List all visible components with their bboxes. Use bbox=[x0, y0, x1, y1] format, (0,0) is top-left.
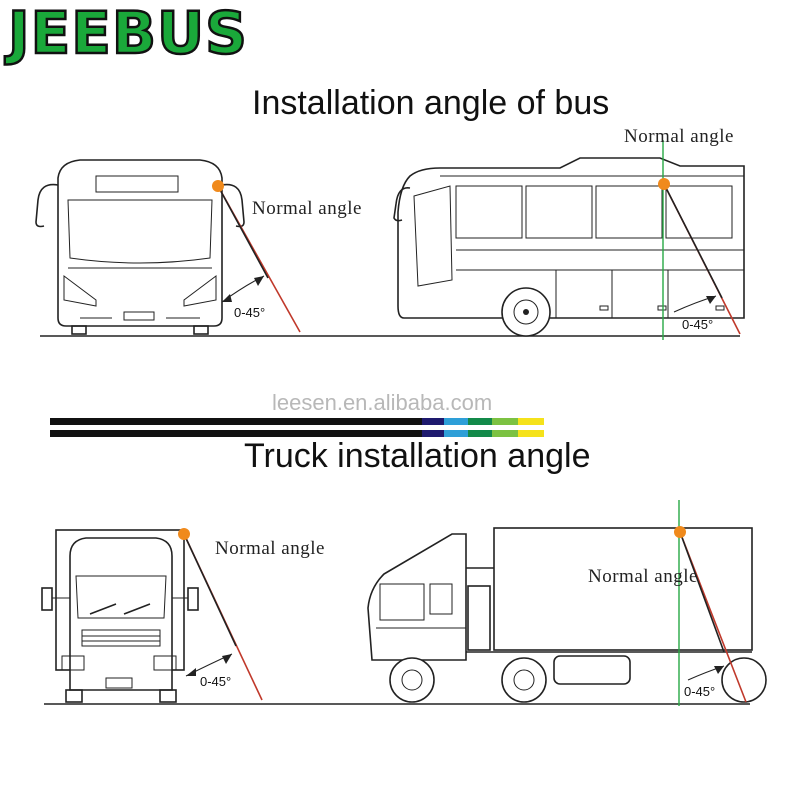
truck-front-cab bbox=[69, 537, 173, 691]
truck-side-rear-wheel bbox=[501, 657, 547, 703]
truck-side-normal-angle-label: Normal angle bbox=[588, 566, 698, 587]
bus-front-plate bbox=[123, 311, 155, 321]
bus-section-title: Installation angle of bus bbox=[252, 84, 610, 122]
truck-front-angle-label: 0-45° bbox=[200, 674, 232, 689]
bus-side-window-3 bbox=[595, 185, 663, 239]
bus-side-camera-dot bbox=[658, 178, 670, 190]
bus-side-normal-angle-label: Normal angle bbox=[624, 126, 734, 147]
bus-side-window-2 bbox=[525, 185, 593, 239]
truck-side-fuel-tank bbox=[553, 655, 631, 685]
truck-side-view bbox=[367, 500, 767, 706]
bus-front-windshield bbox=[67, 199, 213, 264]
truck-front-plate bbox=[105, 677, 133, 689]
bus-left-headlight bbox=[63, 275, 97, 307]
truck-side-door-window bbox=[379, 583, 425, 621]
bus-front-view bbox=[35, 159, 740, 337]
truck-front-ray-inner bbox=[183, 533, 237, 647]
bus-right-headlight bbox=[183, 275, 217, 307]
bus-front-right-mirror bbox=[221, 183, 245, 228]
bus-front-angle-label: 0-45° bbox=[234, 305, 266, 320]
jeebus-logo: JEEBUS bbox=[7, 0, 248, 67]
truck-side-cab bbox=[367, 533, 467, 661]
truck-side-ray-inner bbox=[679, 531, 725, 653]
watermark-text: leesen.en.alibaba.com bbox=[272, 390, 493, 415]
truck-side-cargo-box bbox=[493, 527, 753, 651]
truck-front-view bbox=[41, 528, 750, 705]
truck-side-camera-dot bbox=[674, 526, 686, 538]
bus-side-view bbox=[393, 140, 745, 340]
bus-side-ray-inner bbox=[663, 183, 723, 299]
truck-front-camera-dot bbox=[178, 528, 190, 540]
truck-side-front-wheel bbox=[389, 657, 435, 703]
divider-stripes bbox=[50, 418, 544, 437]
bus-front-wheel-right bbox=[193, 325, 209, 335]
truck-front-left-light bbox=[61, 655, 85, 671]
bus-side-windshield bbox=[413, 185, 453, 287]
truck-section-title: Truck installation angle bbox=[244, 437, 591, 475]
bus-front-left-mirror bbox=[35, 183, 59, 228]
truck-front-grille bbox=[81, 629, 161, 647]
truck-side-angle-label: 0-45° bbox=[684, 684, 716, 699]
bus-destination-sign bbox=[95, 175, 179, 193]
bus-front-wheel-left bbox=[71, 325, 87, 335]
bus-front-ray-inner bbox=[217, 185, 269, 279]
bus-front-body bbox=[57, 159, 223, 327]
truck-front-right-light bbox=[153, 655, 177, 671]
truck-front-windshield bbox=[75, 575, 167, 619]
bus-side-window-4 bbox=[665, 185, 733, 239]
bus-side-angle-label: 0-45° bbox=[682, 317, 714, 332]
truck-front-normal-angle-label: Normal angle bbox=[215, 538, 325, 559]
bus-side-window-1 bbox=[455, 185, 523, 239]
bus-front-normal-angle-label: Normal angle bbox=[252, 198, 362, 219]
bus-side-mirror bbox=[393, 187, 411, 222]
bus-front-camera-dot bbox=[212, 180, 224, 192]
